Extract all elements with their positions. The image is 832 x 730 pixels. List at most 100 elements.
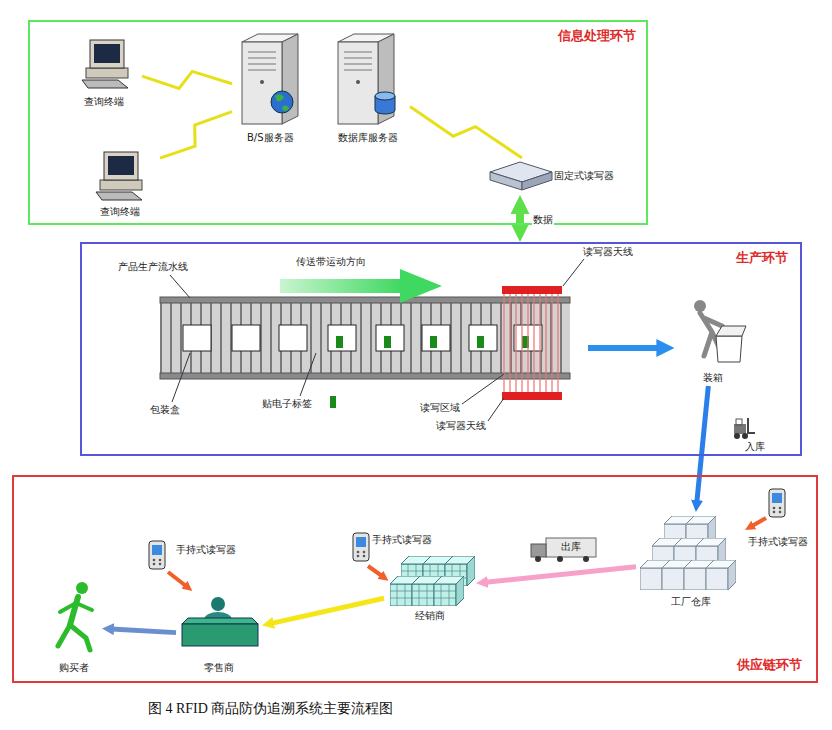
component-node: 购买者 xyxy=(46,578,102,676)
component-node: 经销商 xyxy=(384,552,476,624)
node-label: 数据库服务器 xyxy=(338,132,398,144)
retailer-icon xyxy=(182,618,258,624)
fixed-reader-icon xyxy=(522,172,552,190)
annotation-label: 产品生产流水线 xyxy=(118,261,188,273)
warehouse-icon xyxy=(640,516,736,590)
annotation-label: 贴电子标签 xyxy=(262,398,312,410)
annotation-label: 手持式读写器 xyxy=(748,536,808,548)
buyer-icon xyxy=(58,582,92,650)
fixed-reader-icon xyxy=(490,162,552,190)
conveyor xyxy=(328,325,356,351)
buyer-icon xyxy=(60,603,92,612)
forklift-icon xyxy=(747,418,749,434)
node-label: 固定式读写器 xyxy=(554,170,614,182)
flow-arrow xyxy=(486,567,636,583)
forklift-icon xyxy=(736,419,742,425)
conveyor xyxy=(279,325,307,351)
region-heading: 供应链环节 xyxy=(737,657,802,673)
conveyor xyxy=(469,325,497,351)
forklift-icon xyxy=(742,433,748,439)
flow-arrow xyxy=(271,598,384,623)
server-icons xyxy=(271,91,293,113)
retailer-icon xyxy=(211,597,225,611)
node-label: 工厂仓库 xyxy=(671,596,711,608)
handheld-readers xyxy=(168,572,186,586)
region-heading: 生产环节 xyxy=(736,250,788,266)
node-label: 装箱 xyxy=(703,372,723,384)
connector xyxy=(271,598,384,623)
direction-arrow xyxy=(280,269,442,303)
node-label: 经销商 xyxy=(415,610,445,622)
stage-region: 供应链环节 工厂仓库经销商零售商 购买者 xyxy=(12,475,818,683)
component-node: 装箱 xyxy=(680,292,746,386)
component-node: 工厂仓库 xyxy=(636,512,746,610)
annotation-label: 传送带运动方向 xyxy=(296,256,366,268)
direction-arrow xyxy=(280,279,402,293)
annotation-label: 读写器天线 xyxy=(583,246,633,258)
conveyor xyxy=(430,336,437,348)
direction-arrow xyxy=(400,269,442,303)
retailer-icon xyxy=(182,597,258,646)
component-node: B/S服务器 xyxy=(232,28,308,146)
terminal-icons xyxy=(82,40,142,200)
handheld-readers xyxy=(752,518,766,526)
handheld-readers xyxy=(149,541,165,569)
server-icons xyxy=(275,94,289,111)
connector xyxy=(160,112,232,159)
buyer-icon xyxy=(76,582,88,594)
conveyor xyxy=(384,336,391,348)
server-icons xyxy=(338,34,394,124)
annotation-label: 读写器天线 xyxy=(436,420,486,432)
conveyor xyxy=(160,286,570,400)
component-node: 固定式读写器 xyxy=(486,158,636,194)
flow-arrow xyxy=(588,345,660,351)
handheld-readers xyxy=(149,489,785,586)
conveyor xyxy=(336,336,529,348)
component-node: 查询终端 xyxy=(80,148,160,220)
truck-icon xyxy=(531,538,596,562)
connector xyxy=(142,71,232,88)
node-label: 查询终端 xyxy=(100,206,140,218)
forklift-icon xyxy=(734,418,755,439)
stage-region: 信息处理环节查询终端查询终端B/S服务器数据库服务器固定式读写器 xyxy=(28,20,648,225)
server-icons xyxy=(375,92,395,100)
conveyor xyxy=(422,325,450,351)
buyer-icon xyxy=(58,625,90,650)
truck-icon xyxy=(583,556,589,562)
dealer-icon xyxy=(390,556,475,606)
conveyor xyxy=(502,294,562,392)
leader-lines xyxy=(563,259,584,286)
annotation-label: 读写区域 xyxy=(420,402,460,414)
node-label: B/S服务器 xyxy=(247,132,294,144)
server-icons xyxy=(242,34,298,124)
conveyor xyxy=(376,325,404,351)
region-heading: 信息处理环节 xyxy=(558,28,636,44)
edge-label: 出库 xyxy=(560,541,582,553)
figure-caption: 图 4 RFID 商品防伪追溯系统主要流程图 xyxy=(148,701,393,718)
handheld-readers xyxy=(769,489,785,517)
conveyor xyxy=(477,336,484,348)
node-label: 零售商 xyxy=(204,662,234,674)
dealer-icon xyxy=(434,576,464,606)
packer-icon xyxy=(694,300,706,312)
truck-icon xyxy=(557,556,563,562)
handheld-readers xyxy=(353,533,369,561)
truck-icon xyxy=(546,538,596,557)
component-node: 查询终端 xyxy=(66,36,142,110)
conveyor xyxy=(232,325,260,351)
annotation-label: 手持式读写器 xyxy=(176,544,236,556)
tag-icon xyxy=(330,396,336,408)
annotation-label: 手持式读写器 xyxy=(372,534,432,546)
node-label: 购买者 xyxy=(59,662,89,674)
server-icons xyxy=(242,34,395,124)
packer-icon xyxy=(716,326,746,336)
annotation-label: 包装盒 xyxy=(150,404,180,416)
conveyor xyxy=(502,286,562,294)
conveyor xyxy=(183,325,211,351)
packer-icon xyxy=(716,336,742,362)
flow-arrow xyxy=(697,386,709,502)
wireless-link xyxy=(160,112,232,159)
forklift-icon xyxy=(748,432,755,434)
connector xyxy=(697,386,709,502)
